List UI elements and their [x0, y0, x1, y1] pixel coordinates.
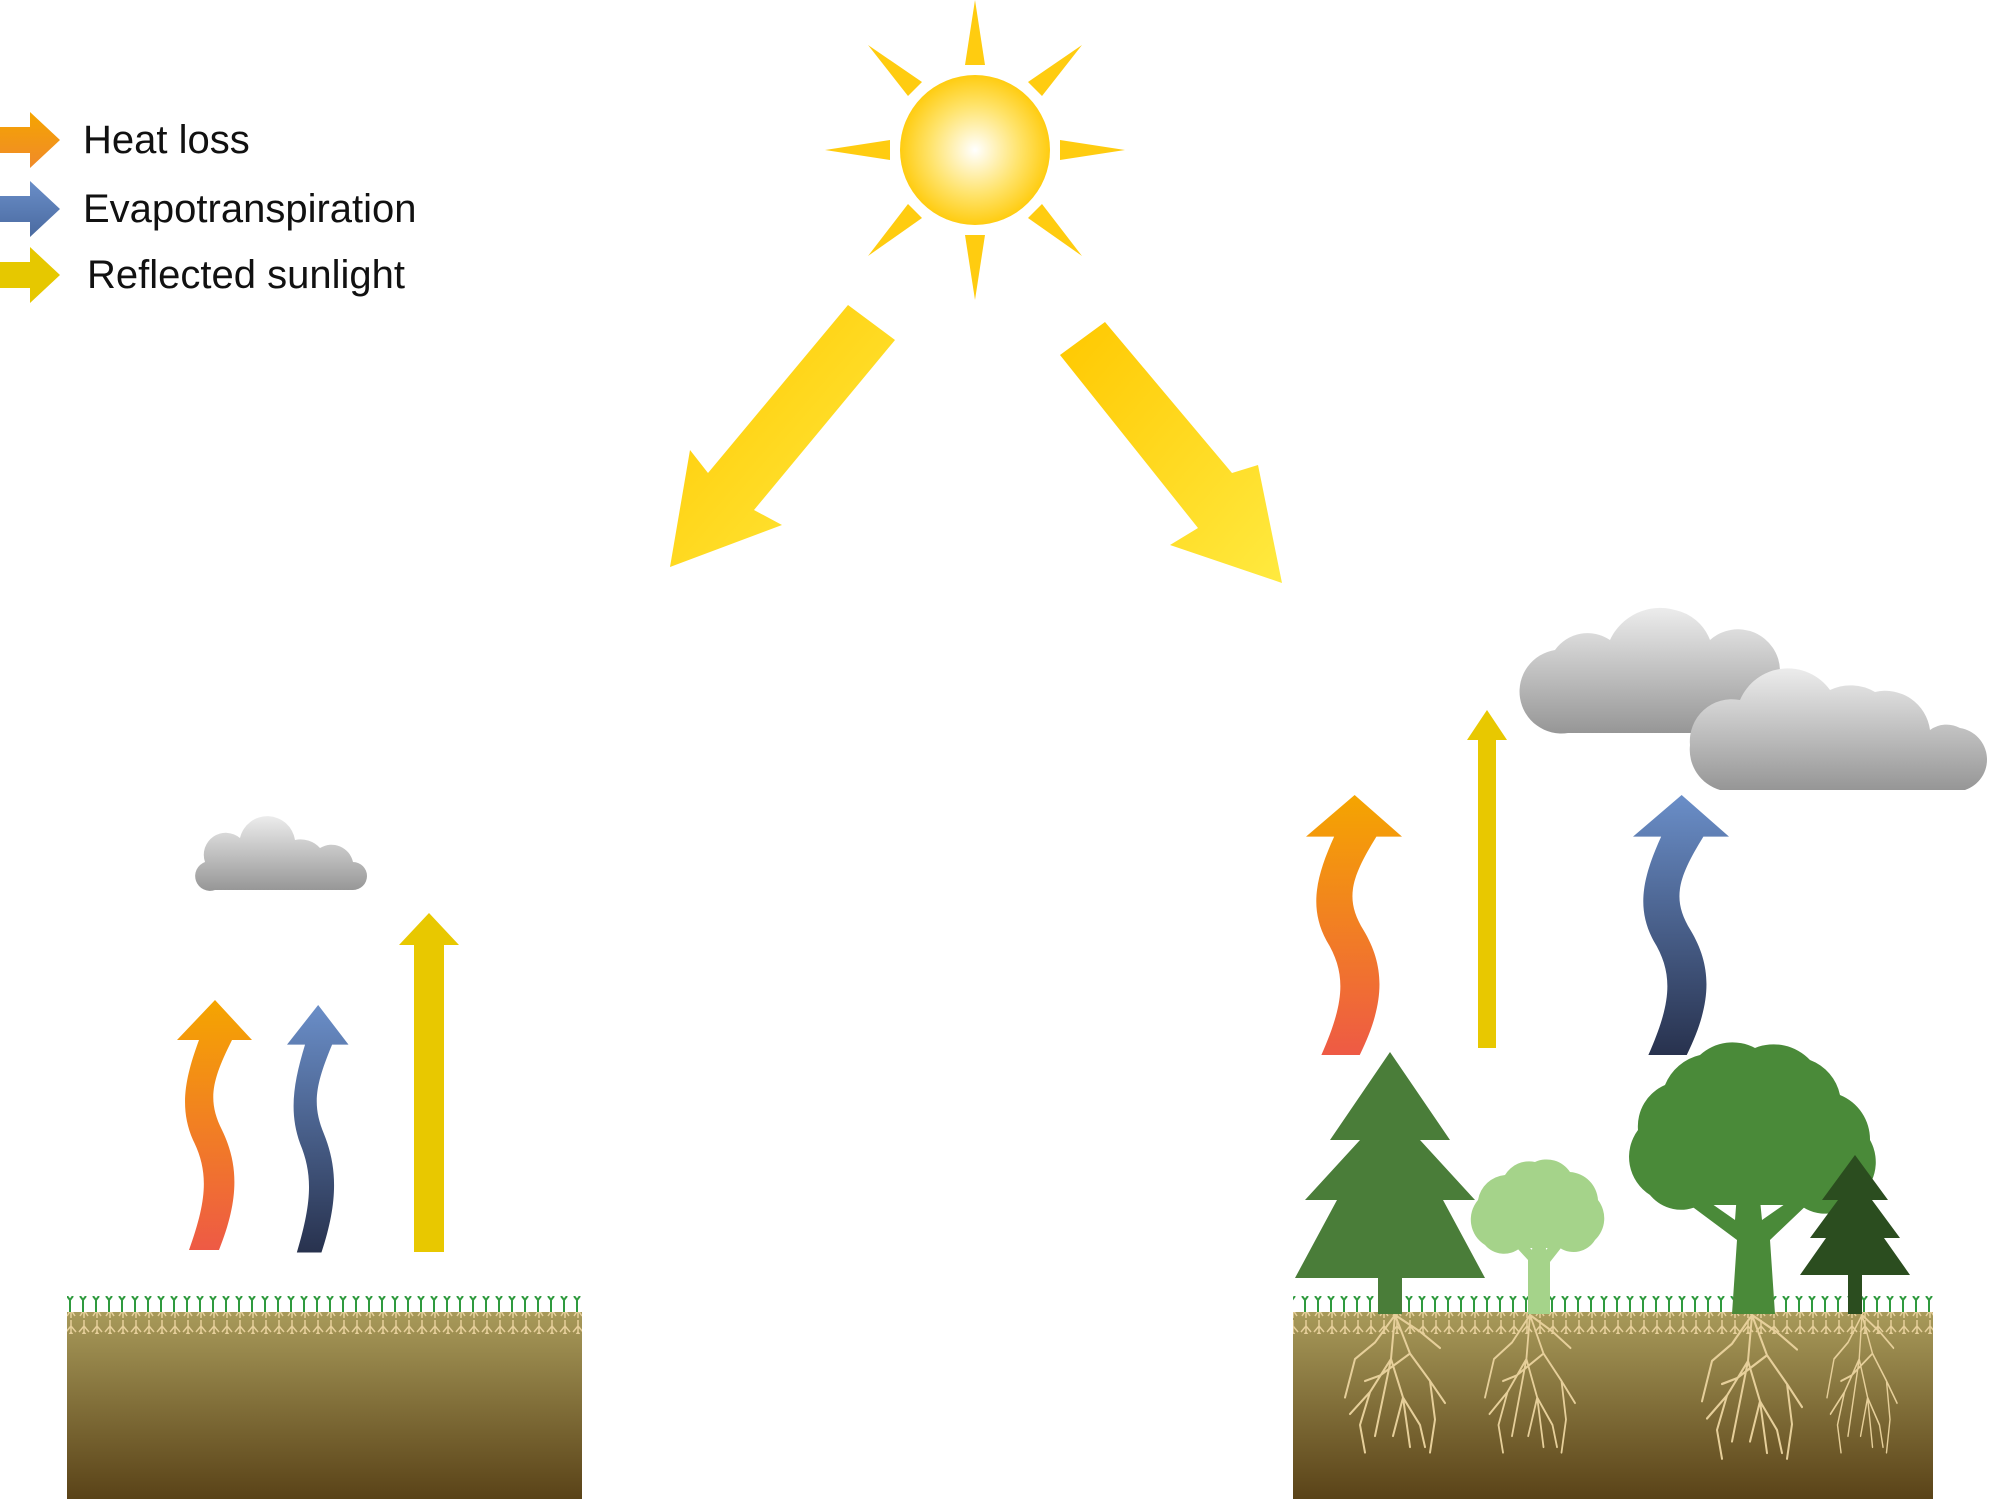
conifer-tree-icon: [1295, 1052, 1485, 1314]
broadleaf-tree-icon: [1629, 1042, 1876, 1314]
dark-conifer-tree-icon: [1800, 1155, 1910, 1314]
sunbeam-arrow-left: [670, 305, 895, 567]
legend-item-reflected-sunlight: Reflected sunlight: [0, 247, 405, 303]
reflected-sunlight-straight-arrow-icon-forest: [1467, 710, 1507, 1048]
legend-label-heat-loss: Heat loss: [83, 118, 250, 162]
legend-label-reflected-sunlight: Reflected sunlight: [87, 253, 405, 297]
reflected-sunlight-legend-arrow-icon: [0, 247, 60, 303]
soil-block-right: [1293, 1312, 1933, 1499]
forest-scene: [1293, 607, 1987, 1499]
small-tree-icon: [1470, 1159, 1605, 1314]
rootlets-left: [67, 1312, 582, 1334]
evapotranspiration-wavy-arrow-icon-forest: [1633, 795, 1729, 1055]
reflected-sunlight-straight-arrow-icon: [399, 913, 459, 1252]
soil-block-left: [67, 1312, 582, 1499]
grass-icon-left: [67, 1296, 582, 1312]
legend-item-heat-loss: Heat loss: [0, 112, 250, 168]
grassland-scene: [67, 816, 582, 1499]
legend: Heat loss Evapotranspiration Reflected s…: [0, 112, 417, 303]
legend-label-evapotranspiration: Evapotranspiration: [83, 187, 417, 231]
cloud-icon-small: [195, 816, 367, 891]
heat-loss-wavy-arrow-icon: [177, 1000, 252, 1250]
sunbeam-arrow-right: [1060, 322, 1282, 583]
legend-item-evapotranspiration: Evapotranspiration: [0, 181, 417, 237]
heat-loss-legend-arrow-icon: [0, 112, 60, 168]
evapotranspiration-legend-arrow-icon: [0, 181, 60, 237]
cloud-icon-large-front: [1689, 668, 1987, 790]
sun-icon: [825, 0, 1125, 300]
evapotranspiration-wavy-arrow-icon: [287, 1005, 349, 1253]
heat-loss-wavy-arrow-icon-forest: [1306, 795, 1402, 1055]
